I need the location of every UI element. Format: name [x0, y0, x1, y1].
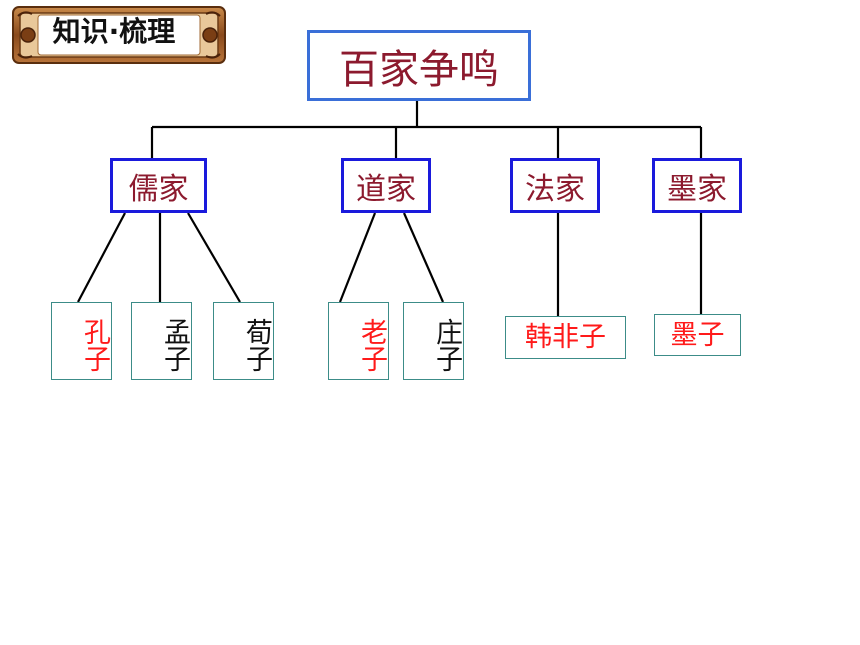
- branch-zhuangzi: [402, 212, 445, 303]
- philosopher-node: 韩非子: [505, 316, 626, 359]
- school-node-mojia: 墨家: [652, 158, 742, 213]
- philosopher-node: 墨子: [654, 314, 741, 356]
- badge-title: 知识·梳理: [52, 15, 176, 48]
- philosopher-node: 孔子: [51, 302, 112, 380]
- branch-laozi: [338, 212, 377, 303]
- branch-kongzi: [77, 212, 126, 303]
- philosopher-node: 庄子: [403, 302, 464, 380]
- philosopher-name: 老子: [356, 318, 387, 372]
- school-node-rujia: 儒家: [110, 158, 207, 213]
- philosopher-node: 荀子: [213, 302, 274, 380]
- philosopher-node: 孟子: [131, 302, 192, 380]
- section-badge: [10, 4, 228, 66]
- branch-xunzi: [187, 212, 241, 303]
- school-node-daojia: 道家: [341, 158, 431, 213]
- scroll-frame-icon: [12, 6, 226, 64]
- philosopher-node: 老子: [328, 302, 389, 380]
- philosopher-name: 庄子: [431, 318, 462, 372]
- philosopher-name: 孟子: [159, 318, 190, 372]
- root-node: 百家争鸣: [307, 30, 531, 101]
- philosopher-name: 墨子: [670, 319, 725, 351]
- philosopher-name: 孔子: [79, 318, 110, 372]
- philosopher-name: 荀子: [241, 318, 272, 372]
- philosopher-name: 韩非子: [525, 322, 606, 353]
- school-node-fajia: 法家: [510, 158, 600, 213]
